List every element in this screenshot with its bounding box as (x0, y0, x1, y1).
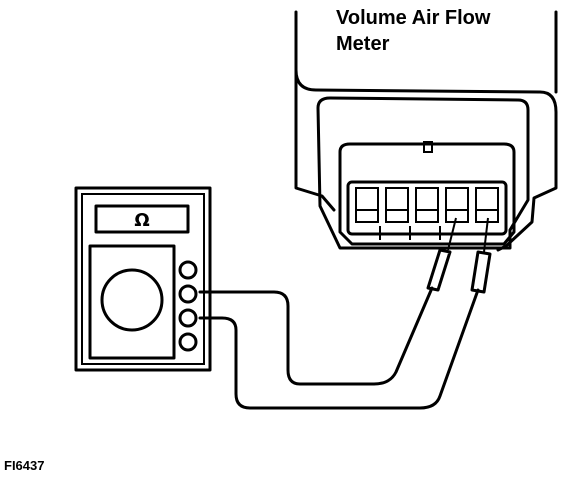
multimeter-body (74, 186, 212, 372)
terminal-cavity-3 (415, 187, 439, 223)
selector-panel (88, 244, 176, 360)
figure-id: FI6437 (4, 458, 45, 473)
probe-left (426, 217, 457, 292)
connector-latch (423, 141, 433, 153)
terminal-cavity-4 (445, 187, 469, 223)
jack-4 (178, 332, 198, 352)
component-label-line1: Volume Air Flow (336, 7, 491, 29)
connector-housing-outer (316, 96, 530, 250)
air-flow-meter-body (294, 10, 558, 252)
connector-housing-inner (338, 142, 516, 246)
test-lead-lower (198, 288, 480, 410)
terminal-cavity-2 (385, 187, 409, 223)
terminal-block (346, 180, 508, 236)
terminal-cavities (355, 187, 499, 240)
jack-1 (178, 260, 198, 280)
component-label-line2: Meter (336, 33, 390, 55)
terminal-cavity-1 (355, 187, 379, 223)
jack-3 (178, 308, 198, 328)
multimeter-display (94, 204, 190, 234)
ohm-symbol: Ω (134, 210, 149, 231)
test-lead-upper (198, 286, 434, 386)
range-dial (100, 268, 164, 332)
terminal-cavity-5 (475, 187, 499, 223)
multimeter: Ω (74, 186, 212, 372)
jack-2 (178, 284, 198, 304)
multimeter-inner-frame (81, 193, 205, 365)
probe-right (470, 217, 492, 294)
